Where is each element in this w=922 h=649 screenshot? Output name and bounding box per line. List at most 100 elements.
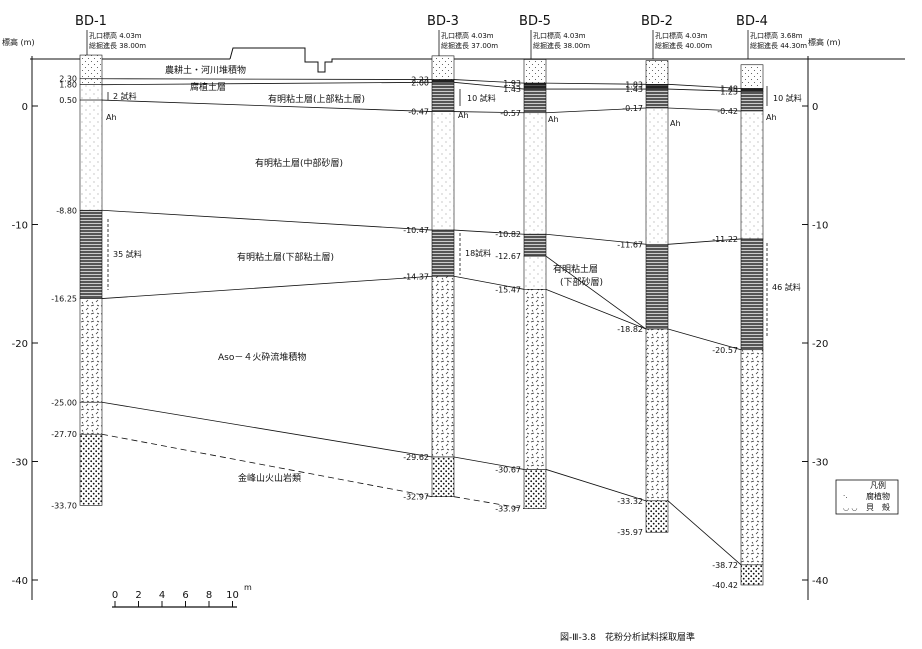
left-axis-tick-label: -30 <box>12 458 28 469</box>
borehole-collar: 孔口標高 4.03m <box>655 31 708 40</box>
borehole-name: BD-4 <box>736 14 768 29</box>
borehole-layer <box>523 233 547 257</box>
elevation-label: -10.82 <box>495 230 521 239</box>
borehole-collar: 孔口標高 4.03m <box>89 31 142 40</box>
ah-marker-bd5: Ah <box>548 115 559 124</box>
borehole-layer <box>645 107 669 245</box>
borehole-layer <box>740 564 764 586</box>
elevation-label: -33.32 <box>617 497 643 506</box>
elevation-label: -35.97 <box>617 528 643 537</box>
elevation-label: -15.47 <box>495 285 521 294</box>
layer-label-lower-clay: 有明粘土層(下部粘土層) <box>237 251 334 263</box>
elevation-label: -32.97 <box>403 493 429 502</box>
scale-tick-label: 2 <box>135 590 141 601</box>
borehole-layer <box>523 289 547 470</box>
right-axis-tick-label: -30 <box>812 458 828 469</box>
correlation-line <box>545 233 647 245</box>
borehole-layer <box>645 60 669 85</box>
borehole-collar: 孔口標高 4.03m <box>533 31 586 40</box>
borehole-depth: 総掘進長 40.00m <box>655 41 712 50</box>
borehole-layer <box>645 88 669 109</box>
right-axis-tick-label: -20 <box>812 339 828 350</box>
left-axis-tick-label: 0 <box>22 102 28 113</box>
correlation-line <box>667 83 742 89</box>
right-axis-title: 標高 (m) <box>808 37 841 47</box>
svg-text:◡ ◡: ◡ ◡ <box>843 504 857 512</box>
sample-label-bd4-lower: 46 試料 <box>772 282 801 292</box>
borehole-layer <box>740 91 764 112</box>
borehole-collar: 孔口標高 4.03m <box>441 31 494 40</box>
scale-tick-label: 4 <box>159 590 165 601</box>
correlation-line <box>453 79 525 84</box>
borehole-layer <box>740 110 764 240</box>
borehole-layer <box>431 79 455 83</box>
elevation-label: -18.82 <box>617 325 643 334</box>
legend: 凡例 ·. 腐植物 ◡ ◡ 貝 殻 <box>835 479 899 515</box>
left-axis-tick-label: -10 <box>12 221 28 232</box>
elevation-label: 2.00 <box>411 78 429 87</box>
correlation-line <box>667 328 742 351</box>
borehole-layer <box>79 298 103 403</box>
borehole-depth: 総掘進長 44.30m <box>750 41 807 50</box>
elevation-label: 1.80 <box>59 81 77 90</box>
elevation-label: -14.37 <box>403 272 429 281</box>
scale-tick-label: 8 <box>206 590 212 601</box>
legend-item-peat: ·. 腐植物 <box>843 491 890 501</box>
borehole-name: BD-5 <box>519 14 551 29</box>
legend-title: 凡例 <box>870 480 886 490</box>
legend-label-peat: 腐植物 <box>866 491 890 501</box>
correlation-line <box>453 456 525 470</box>
sample-label-bd1-upper: 2 試料 <box>113 91 137 101</box>
correlation-line <box>453 496 525 509</box>
elevation-label: -0.57 <box>500 109 521 118</box>
borehole-layer <box>431 111 455 231</box>
borehole-layer <box>79 99 103 211</box>
correlation-line <box>453 275 525 290</box>
legend-label-shell: 貝 殻 <box>866 502 890 512</box>
correlation-line <box>545 107 647 114</box>
correlation-line <box>101 209 433 231</box>
elevation-label: 0.50 <box>59 96 77 105</box>
borehole-name: BD-3 <box>427 14 459 29</box>
borehole-layer <box>523 469 547 509</box>
elevation-label: -40.42 <box>712 581 738 590</box>
right-elevation-axis: 標高 (m) 0-10-20-30-40 <box>802 37 841 600</box>
borehole-layer <box>740 349 764 566</box>
left-axis-tick-label: -40 <box>12 576 28 587</box>
elevation-label: -38.72 <box>712 561 738 570</box>
elevation-label: -0.42 <box>717 107 738 116</box>
elevation-label: 2.30 <box>59 75 77 84</box>
scale-unit: m <box>244 583 252 592</box>
layer-label-upper-clay: 有明粘土層(上部粘土層) <box>268 93 365 105</box>
elevation-label: -20.57 <box>712 346 738 355</box>
elevation-label: -11.22 <box>712 235 738 244</box>
elevation-label: 1.23 <box>720 87 738 96</box>
scale-tick-label: 0 <box>112 590 118 601</box>
ah-markers: Ah Ah Ah Ah Ah <box>106 111 777 128</box>
layer-labels: 農耕土・河川堆積物 腐植土層 有明粘土層(上部粘土層) 有明粘土層(中部砂層) … <box>165 64 603 484</box>
right-axis-tick-label: 0 <box>812 102 818 113</box>
borehole-depth: 総掘進長 38.00m <box>89 41 146 50</box>
svg-text:·.: ·. <box>843 492 847 500</box>
borehole-depth: 総掘進長 38.00m <box>533 41 590 50</box>
borehole-layer <box>431 229 455 277</box>
sample-label-bd1-lower: 35 試料 <box>113 249 142 259</box>
correlation-line <box>101 81 433 86</box>
elevation-label: -0.47 <box>408 108 429 117</box>
correlation-line <box>453 229 525 235</box>
borehole-layer <box>740 64 764 89</box>
sample-label-bd3-lower: 18試料 <box>465 248 491 258</box>
borehole-collar: 孔口標高 3.68m <box>750 31 803 40</box>
borehole-name: BD-1 <box>75 14 107 29</box>
correlation-line <box>545 469 647 502</box>
correlation-line <box>667 107 742 112</box>
elevation-label: 2.23 <box>411 76 429 85</box>
elevation-label: 1.93 <box>503 79 521 88</box>
borehole-layer <box>79 401 103 435</box>
